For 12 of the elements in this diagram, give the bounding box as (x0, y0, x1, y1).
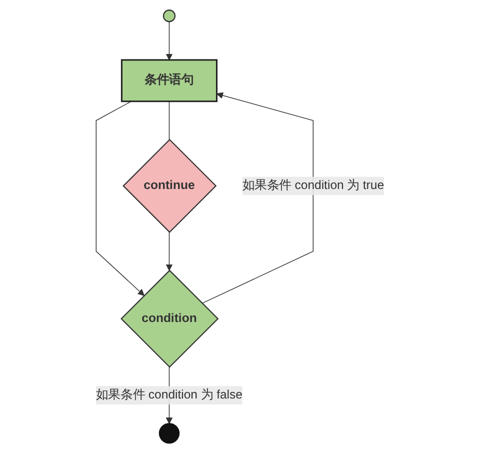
node-box: 条件语句 (120, 58, 218, 102)
arrow (202, 92, 314, 304)
node-circle (158, 422, 180, 444)
connector (168, 100, 170, 140)
node-circle (162, 9, 176, 22)
arrow (166, 231, 173, 270)
node-diamond: condition (120, 269, 219, 368)
node-diamond: continue (122, 138, 217, 232)
arrow (96, 100, 144, 296)
edge-label: 如果条件 condition 为 true (242, 178, 384, 192)
arrow (166, 20, 173, 60)
edge-label: 如果条件 condition 为 false (96, 388, 242, 401)
